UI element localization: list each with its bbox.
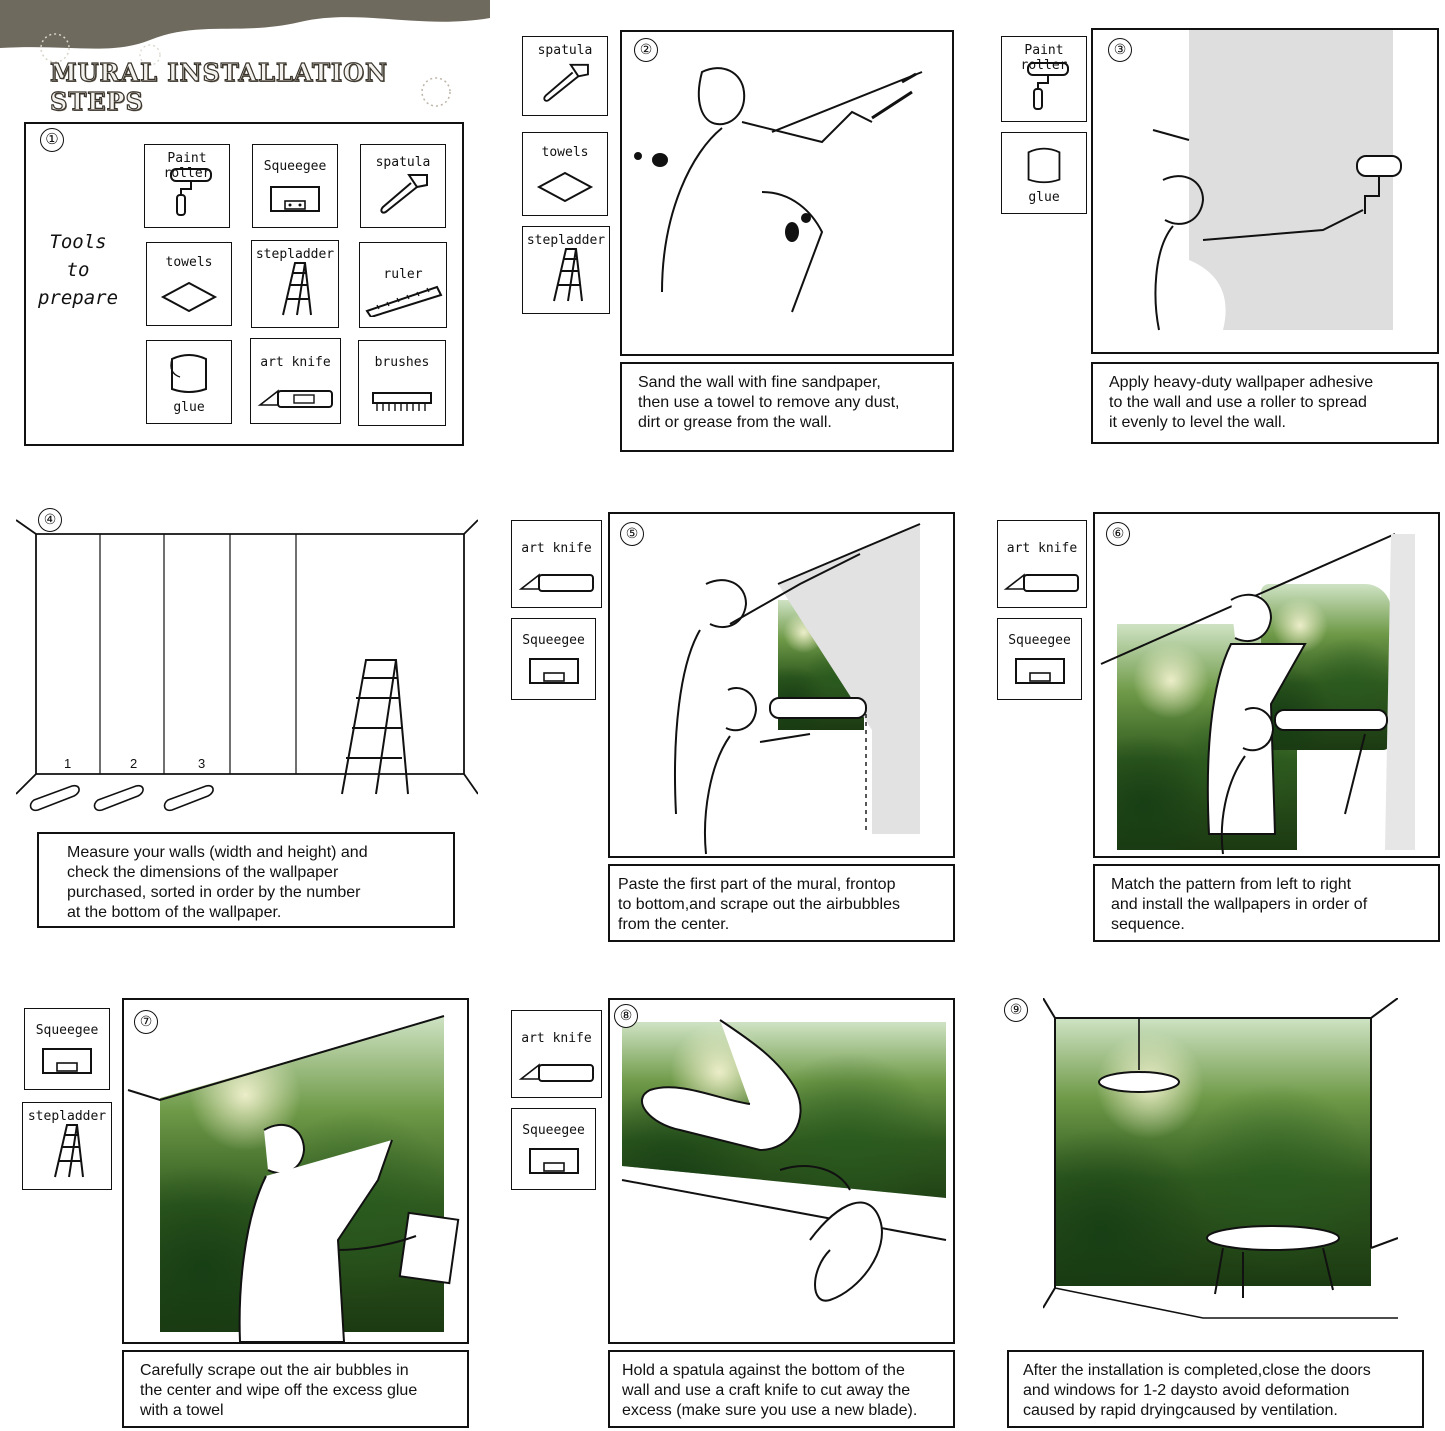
step8-tool-art-knife: art knife [511,1010,602,1098]
spatula-icon [380,174,428,214]
tool-paint-roller: Paint roller [144,144,230,228]
two-people-pasting-drawing [674,523,921,855]
step4-number: ④ [38,508,62,532]
step2-number: ② [634,38,658,62]
step3-tool-paint-roller: Paint roller [1001,36,1087,122]
step9-illustration [1043,998,1398,1344]
squeegee-icon [528,1148,579,1174]
tools-heading: Tools to prepare [37,231,119,309]
step7-illustration [122,998,469,1344]
tool-ruler: ruler [359,242,447,328]
hand-cutting-excess-drawing [621,1019,947,1302]
squeegee-icon [1014,658,1065,684]
tool-towels: towels [146,242,232,326]
banner-wave-shape [0,0,490,107]
step6-number: ⑥ [1106,522,1130,546]
two-people-matching-pattern-drawing [1100,533,1415,855]
person-scraping-bubbles-drawing [127,1015,460,1342]
step2-tool-towels: towels [522,132,608,216]
roll-number-3: 3 [198,756,206,771]
tool-glue: glue [146,340,232,424]
step7-caption: Carefully scrape out the air bubbles in … [122,1350,469,1428]
step5-tool-art-knife: art knife [511,520,602,608]
step6-tool-art-knife: art knife [997,520,1087,608]
step8-tool-squeegee: Squeegee [511,1108,596,1190]
step4-illustration [15,508,479,828]
step5-caption: Paste the first part of the mural, front… [608,864,955,942]
stepladder-icon [54,1124,84,1178]
art-knife-icon [518,573,594,592]
stepladder-icon [282,262,312,316]
step5-tool-squeegee: Squeegee [511,618,596,700]
squeegee-icon [270,186,320,212]
header-banner: MURAL INSTALLATION STEPS [0,0,490,120]
stepladder-icon [553,248,583,302]
step8-number: ⑧ [614,1004,638,1028]
squeegee-icon [528,658,579,684]
tool-brushes: brushes [358,340,446,426]
art-knife-icon [518,1063,594,1082]
finished-room-drawing [1043,998,1398,1319]
glue-bucket-icon [170,354,207,393]
wall-panels-drawing [15,519,479,812]
towel-icon [536,171,594,203]
step1-number: ① [40,128,64,152]
art-knife-icon [1003,573,1079,592]
squeegee-icon [42,1048,92,1074]
step3-tool-glue: glue [1001,132,1087,214]
step2-caption: Sand the wall with fine sandpaper, then … [620,362,954,452]
step6-illustration [1093,512,1440,858]
step7-tool-squeegee: Squeegee [24,1008,110,1090]
step5-illustration [608,512,955,858]
person-rolling-glue-drawing [1152,30,1402,331]
step8-illustration [608,998,955,1344]
person-sanding-wall-drawing [634,67,923,313]
step3-number: ③ [1108,38,1132,62]
brush-icon [372,392,432,411]
step7-number: ⑦ [134,1010,158,1034]
ruler-icon [365,285,443,317]
tool-squeegee: Squeegee [252,144,338,228]
paint-roller-icon [170,168,212,216]
step8-caption: Hold a spatula against the bottom of the… [608,1350,955,1428]
tool-art-knife: art knife [250,338,341,424]
step2-tool-spatula: spatula [522,36,608,116]
step2-illustration [620,30,954,356]
art-knife-icon [257,389,333,408]
tool-stepladder: stepladder [251,240,339,328]
step3-illustration [1091,28,1439,354]
roll-number-2: 2 [130,756,138,771]
step9-caption: After the installation is completed,clos… [1007,1350,1424,1428]
step2-tool-stepladder: stepladder [522,226,610,314]
step4-caption: Measure your walls (width and height) an… [37,832,455,928]
step5-number: ⑤ [620,522,644,546]
step9-number: ⑨ [1004,998,1028,1022]
towel-icon [160,281,218,313]
step6-caption: Match the pattern from left to right and… [1093,864,1440,942]
step7-tool-stepladder: stepladder [22,1102,112,1190]
step3-caption: Apply heavy-duty wallpaper adhesive to t… [1091,362,1439,444]
paint-roller-icon [1027,62,1069,110]
page-title: MURAL INSTALLATION STEPS [49,57,388,116]
roll-number-1: 1 [64,756,72,771]
spatula-icon [543,63,589,102]
glue-bucket-icon [1027,147,1061,184]
tool-spatula: spatula [360,144,446,228]
step6-tool-squeegee: Squeegee [997,618,1082,700]
